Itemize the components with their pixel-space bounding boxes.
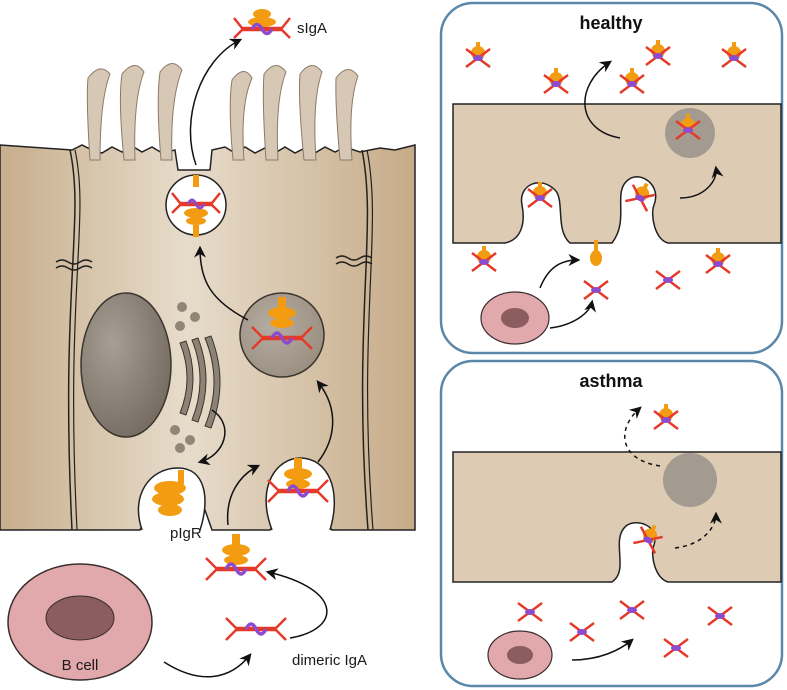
tight-junction-right	[335, 255, 373, 267]
asthma-endosome	[663, 453, 717, 507]
label-dimeric-igA: dimeric IgA	[292, 652, 367, 669]
arrow-asthma-to-endosome	[674, 511, 722, 549]
sigA-glyph	[471, 246, 497, 272]
cell-border-left	[67, 149, 76, 531]
arrow-healthy-release	[584, 60, 621, 139]
transport-arrows-right	[539, 60, 724, 661]
asthma-epithelium	[452, 451, 782, 583]
label-pigr: pIgR	[170, 525, 202, 542]
panel-asthma: asthma	[439, 359, 784, 688]
label-b-cell: B cell	[62, 657, 99, 674]
label-sigA: sIgA	[297, 20, 327, 37]
igA-glyph	[655, 270, 681, 290]
healthy-epithelium	[452, 103, 782, 244]
sigA-glyph	[625, 182, 655, 212]
transport-arrows-left	[163, 38, 334, 678]
arrow-healthy-to-endosome	[679, 165, 724, 199]
igA-glyph	[569, 622, 595, 642]
healthy-b-cell-nucleus	[501, 308, 529, 328]
igA-glyph	[583, 280, 609, 300]
sigA-glyph	[653, 404, 679, 430]
transport-vesicles	[170, 302, 200, 453]
arrow-healthy-bcell	[549, 299, 596, 329]
igA-glyph	[619, 600, 645, 620]
igA-glyph	[707, 606, 733, 626]
cell-border-right	[361, 149, 369, 531]
sigA-glyph	[705, 248, 731, 274]
igA-glyph	[517, 602, 543, 622]
tight-junction-left	[55, 259, 93, 271]
sigA-glyph	[721, 42, 747, 68]
igA-glyph	[663, 638, 689, 658]
sigA-released	[233, 9, 291, 39]
panel-asthma-title: asthma	[579, 371, 643, 391]
igA-pigr-bound-basal	[205, 534, 267, 581]
sigA-glyph	[527, 182, 553, 208]
arrow-asthma-bcell	[571, 638, 634, 661]
panel-healthy-title: healthy	[579, 13, 642, 33]
igA-complex-endocytosis	[267, 458, 329, 503]
epithelium-left: sIgA pIgR B cell dimeric IgA	[0, 9, 416, 681]
golgi-apparatus	[179, 335, 221, 429]
pigr-glyph	[590, 240, 602, 266]
igA-complex-endosome	[251, 297, 313, 350]
sigA-glyph	[633, 524, 663, 554]
asthma-b-cell-nucleus	[507, 646, 533, 664]
b-cell-nucleus	[45, 595, 115, 641]
small-immunoglobulin-glyphs	[465, 40, 747, 680]
nucleus	[80, 292, 172, 438]
sigA-glyph	[465, 42, 491, 68]
sigA-glyph	[645, 40, 671, 66]
arrow-asthma-release	[624, 406, 661, 467]
sigA-glyph	[543, 68, 569, 94]
dimeric-igA	[225, 617, 287, 641]
igA-complex-apical-vesicle	[171, 175, 221, 237]
sigA-glyph	[675, 114, 701, 140]
sigA-glyph	[619, 68, 645, 94]
pigr-receptor	[152, 470, 186, 516]
arrow-healthy-to-pigr	[539, 254, 581, 289]
cilia	[86, 63, 359, 161]
